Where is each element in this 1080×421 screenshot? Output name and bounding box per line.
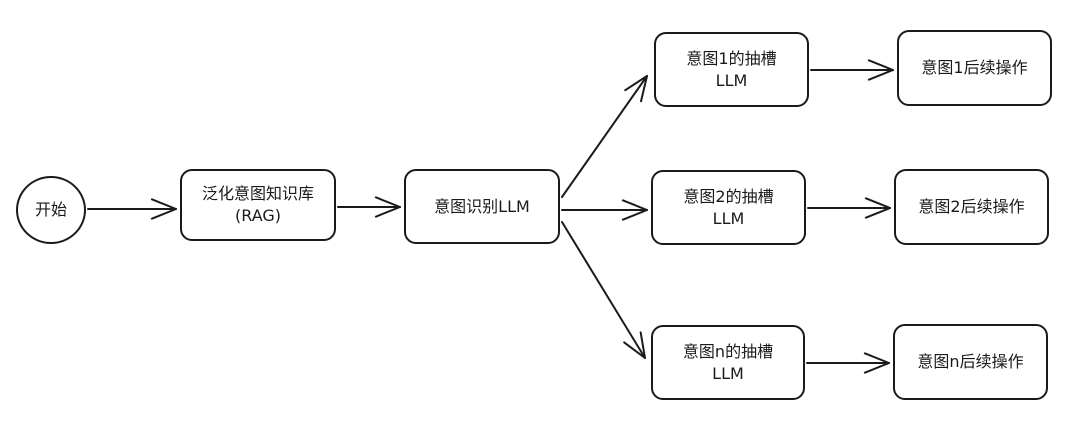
edge-slot2-to-op2	[807, 197, 891, 219]
arrowhead-icon	[374, 196, 401, 218]
node-slot-1: 意图1的抽槽 LLM	[654, 32, 809, 107]
edge-intent-to-slotn	[561, 221, 646, 359]
node-rag-label-line2: (RAG)	[234, 206, 281, 225]
arrowhead-icon	[863, 352, 890, 374]
node-start-label: 开始	[34, 200, 67, 219]
node-rag: 泛化意图知识库 (RAG)	[180, 169, 336, 241]
edge-intent-to-slot2	[561, 199, 648, 221]
node-start: 开始	[16, 176, 86, 244]
arrowhead-icon	[867, 59, 894, 81]
node-slot-n-label-line2: LLM	[712, 363, 744, 383]
node-slot-2-label-line2: LLM	[712, 208, 745, 228]
arrowhead-icon	[623, 331, 646, 359]
node-op-n: 意图n后续操作	[893, 324, 1048, 400]
node-op-1: 意图1后续操作	[897, 30, 1052, 106]
edge-start-to-rag	[87, 198, 177, 220]
node-intent-llm-label: 意图识别LLM	[434, 196, 530, 216]
arrowhead-icon	[624, 75, 648, 103]
node-op-2: 意图2后续操作	[894, 169, 1049, 245]
edge-slotn-to-opn	[806, 352, 890, 374]
node-slot-n: 意图n的抽槽 LLM	[651, 325, 805, 400]
node-slot-2-label-line1: 意图2的抽槽	[683, 186, 774, 206]
edge-slot1-to-op1	[810, 59, 894, 81]
arrowhead-icon	[864, 197, 891, 219]
node-rag-label-line1: 泛化意图知识库	[201, 184, 314, 203]
node-op-n-label: 意图n后续操作	[917, 352, 1024, 371]
node-slot-1-label-line1: 意图1的抽槽	[686, 48, 777, 68]
edge-intent-to-slot1	[561, 75, 648, 198]
node-slot-1-label-line2: LLM	[715, 70, 748, 90]
node-op-2-label: 意图2后续操作	[918, 197, 1025, 216]
edges	[87, 59, 894, 374]
node-slot-n-label-line1: 意图n的抽槽	[682, 341, 774, 361]
edge-rag-to-intent	[337, 196, 401, 218]
arrowhead-icon	[621, 199, 648, 221]
node-intent-llm: 意图识别LLM	[404, 169, 560, 244]
node-op-1-label: 意图1后续操作	[921, 58, 1028, 77]
arrowhead-icon	[150, 198, 177, 220]
node-slot-2: 意图2的抽槽 LLM	[651, 170, 806, 245]
